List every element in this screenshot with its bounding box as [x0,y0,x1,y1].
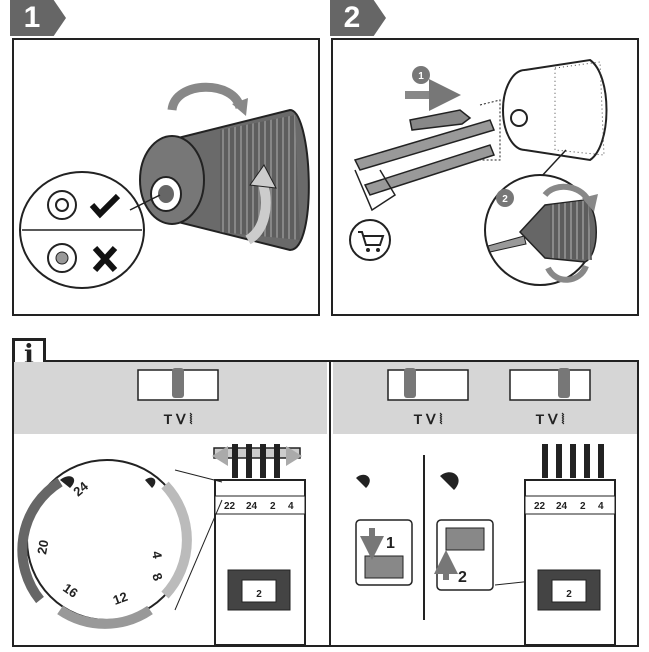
collar-mark-2: 2 [270,501,276,512]
svg-text:T ⴸ ⦚: T ⴸ ⦚ [164,411,193,427]
step-1-number: 1 [23,1,41,34]
dial-number-20: 20 [34,539,51,556]
switch-high-gear: 2 [434,472,561,591]
collar-mark-2: 2 [580,501,586,512]
dial-number-4: 4 [149,550,165,560]
svg-text:T ⴸ ⦚: T ⴸ ⦚ [414,411,443,427]
rotate-arrow-icon [167,82,245,112]
step-1-tag: 1 [10,0,66,36]
sub-step-1-badge [412,66,430,84]
torque-dial: 24 4 8 12 16 20 [17,459,192,629]
selector-card-mid: T ⴸ ⦚ [387,368,469,427]
step-1-inset [19,171,161,289]
cross-icon [92,245,118,273]
step-2-tighten: 2 [484,149,598,286]
arm-muscle-icon [145,477,156,488]
collar-mark-22: 22 [224,501,236,512]
shopping-cart-icon [349,219,391,261]
step-2-insert: 1 [349,58,608,261]
step-1-chuck [139,82,310,252]
sleeve-digit: 2 [256,589,262,600]
switch-low-gear: 1 [355,474,413,586]
bit-hex-icon [47,190,77,220]
sleeve-digit: 2 [566,589,572,600]
right-step-1: 1 [386,535,395,552]
arm-muscle-icon [60,476,75,488]
selector-card-right: T ⴸ ⦚ [509,368,591,427]
sub-step-1-number: 1 [418,71,424,82]
arm-muscle-icon [440,472,459,490]
sub-step-2-number: 2 [502,194,508,205]
dial-number-8: 8 [149,571,166,583]
step-2-tag: 2 [330,0,386,36]
step-2-number: 2 [343,1,361,34]
drill-right: 22 24 2 4 2 [524,444,616,646]
collar-mark-24: 24 [556,501,568,512]
arm-muscle-icon [356,474,370,488]
sub-step-2-badge [496,189,514,207]
selector-card-left: T ⴸ ⦚ [137,368,219,427]
info-right-band [333,362,637,434]
collar-mark-22: 22 [534,501,546,512]
dial-number-16: 16 [60,580,80,601]
right-step-2: 2 [458,569,467,586]
dial-number-12: 12 [111,589,130,608]
collar-mark-4: 4 [598,501,604,512]
collar-mark-24: 24 [246,501,258,512]
drill-left: 22 24 2 4 2 [174,444,306,646]
svg-text:T ⴸ ⦚: T ⴸ ⦚ [536,411,565,427]
collar-mark-4: 4 [288,501,294,512]
check-icon [89,193,121,219]
